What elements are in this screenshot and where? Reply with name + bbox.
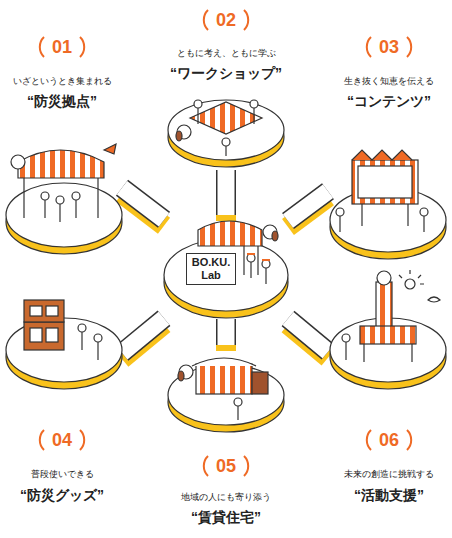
spoke-connector	[288, 191, 328, 221]
spoke-connector	[218, 319, 235, 345]
item-platform: 02 ともに考え、ともに学ぶ “ワークショップ”	[150, 5, 302, 170]
item-platform: 05 地域の人にも寄り添う “賃貸住宅”	[150, 345, 302, 535]
callout-number: 03	[328, 37, 450, 57]
spoke-connector	[218, 170, 235, 215]
spoke-connector	[288, 319, 328, 352]
spoke-connector	[122, 188, 164, 220]
hub-sign: BO.KU. Lab	[186, 253, 236, 285]
spoke-outline	[288, 191, 328, 221]
item-title: “コンテンツ”	[328, 92, 450, 110]
callout-number: 01	[2, 37, 122, 57]
figures	[11, 100, 440, 420]
spoke-outline	[288, 319, 328, 352]
callout-number: 06	[328, 430, 450, 450]
item-caption: いざというとき集まれる	[2, 75, 122, 87]
spoke-outline	[122, 318, 164, 353]
spoke-outline	[216, 319, 236, 345]
spoke-outline	[122, 188, 164, 220]
item-platform: 01 いざというとき集まれる “防災拠点”	[2, 32, 122, 252]
item-title: “ワークショップ”	[150, 64, 302, 82]
item-caption: 未来の創造に挑戦する	[328, 468, 450, 480]
spoke-connector	[122, 318, 164, 353]
item-platform: 03 生き抜く知恵を伝える “コンテンツ”	[328, 32, 450, 260]
platforms	[6, 100, 446, 432]
spoke-outline	[216, 170, 236, 215]
item-title: “防災グッズ”	[2, 486, 122, 504]
item-caption: 生き抜く知恵を伝える	[328, 75, 450, 87]
item-title: “防災拠点”	[2, 92, 122, 110]
item-platform: 06 未来の創造に挑戦する “活動支援”	[328, 290, 450, 515]
item-title: “活動支援”	[328, 486, 450, 504]
callout-number: 04	[2, 430, 122, 450]
item-caption: ともに考え、ともに学ぶ	[150, 47, 302, 59]
callout-number: 05	[150, 456, 302, 476]
hub-platform: BO.KU. Lab	[164, 215, 288, 319]
item-title: “賃貸住宅”	[150, 508, 302, 526]
callout-number: 02	[150, 10, 302, 30]
item-platform: 04 普段使いできる “防災グッズ”	[2, 290, 122, 515]
item-caption: 普段使いできる	[2, 468, 122, 480]
item-caption: 地域の人にも寄り添う	[150, 491, 302, 503]
